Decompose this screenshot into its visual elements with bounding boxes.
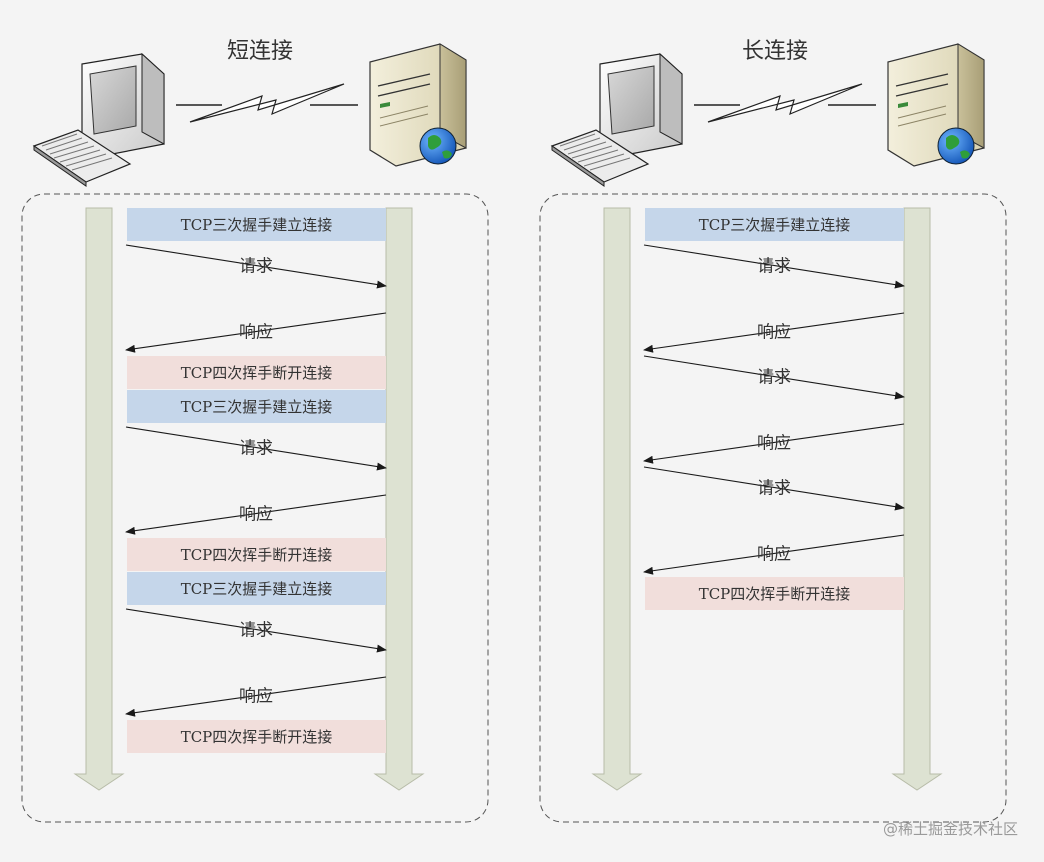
response-arrow: 响应 [643,423,905,464]
short-panel-title: 短连接 [227,39,293,64]
request-arrow: 请求 [125,244,387,289]
response-arrow: 响应 [125,312,387,353]
response-arrow: 响应 [643,534,905,575]
watermark: @稀土掘金技术社区 [883,820,1018,838]
tcp-teardown-box: TCP四次挥手断开连接 [645,577,904,610]
handshake-label: TCP三次握手建立连接 [181,580,333,598]
request-arrow: 请求 [643,244,905,289]
handshake-box-bg [645,208,904,241]
message-line [125,608,387,653]
request-label: 请求 [239,621,273,641]
long-panel-title: 长连接 [742,39,808,64]
tcp-handshake-box: TCP三次握手建立连接 [127,390,386,423]
message-line [125,426,387,471]
request-label: 请求 [757,257,791,277]
response-label: 响应 [757,323,791,343]
teardown-label: TCP四次挥手断开连接 [699,585,851,603]
client-lifeline [591,207,643,791]
response-arrow: 响应 [125,494,387,535]
tcp-teardown-box: TCP四次挥手断开连接 [127,356,386,389]
teardown-label: TCP四次挥手断开连接 [181,728,333,746]
message-line [643,534,905,575]
request-label: 请求 [239,257,273,277]
handshake-box-bg [127,390,386,423]
response-label: 响应 [239,505,273,525]
server-lifeline [373,207,425,791]
teardown-box-bg [127,538,386,571]
handshake-label: TCP三次握手建立连接 [699,216,851,234]
server-icon [369,43,467,167]
response-arrow: 响应 [643,312,905,353]
tcp-handshake-box: TCP三次握手建立连接 [127,572,386,605]
handshake-label: TCP三次握手建立连接 [181,216,333,234]
message-line [125,312,387,353]
tcp-handshake-box: TCP三次握手建立连接 [645,208,904,241]
lightning-link-icon [694,83,876,123]
request-arrow: 请求 [125,608,387,653]
message-line [643,466,905,511]
request-label: 请求 [239,439,273,459]
message-line [125,676,387,717]
teardown-box-bg [127,720,386,753]
teardown-box-bg [645,577,904,610]
panel-frame [539,193,1007,823]
message-line [643,355,905,400]
request-label: 请求 [757,479,791,499]
panel-frame [21,193,489,823]
request-arrow: 请求 [125,426,387,471]
tcp-teardown-box: TCP四次挥手断开连接 [127,538,386,571]
server-lifeline [891,207,943,791]
teardown-label: TCP四次挥手断开连接 [181,546,333,564]
handshake-box-bg [127,208,386,241]
message-line [125,494,387,535]
client-lifeline [73,207,125,791]
lightning-link-icon [176,83,358,123]
response-label: 响应 [239,687,273,707]
message-line [643,312,905,353]
response-label: 响应 [239,323,273,343]
request-label: 请求 [757,368,791,388]
handshake-box-bg [127,572,386,605]
request-arrow: 请求 [643,466,905,511]
message-line [125,244,387,289]
response-label: 响应 [757,545,791,565]
message-line [643,423,905,464]
response-arrow: 响应 [125,676,387,717]
handshake-label: TCP三次握手建立连接 [181,398,333,416]
teardown-label: TCP四次挥手断开连接 [181,364,333,382]
tcp-teardown-box: TCP四次挥手断开连接 [127,720,386,753]
long-panel-header: 长连接 [550,39,985,187]
tcp-handshake-box: TCP三次握手建立连接 [127,208,386,241]
client-computer-icon [550,52,683,187]
client-computer-icon [32,52,165,187]
short-connection-panel: TCP三次握手建立连接请求响应TCP四次挥手断开连接TCP三次握手建立连接请求响… [21,193,489,823]
short-panel-header: 短连接 [32,39,467,187]
message-line [643,244,905,289]
server-icon [887,43,985,167]
response-label: 响应 [757,434,791,454]
teardown-box-bg [127,356,386,389]
request-arrow: 请求 [643,355,905,400]
